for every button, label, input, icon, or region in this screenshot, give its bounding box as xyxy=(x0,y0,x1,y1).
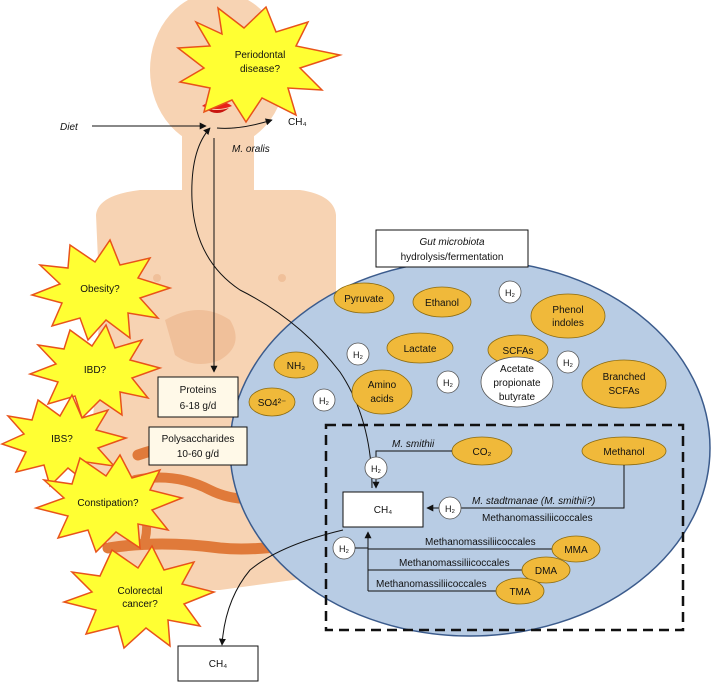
h2-label-amino: H₂ xyxy=(443,378,453,388)
h2-circle-methanol xyxy=(438,496,462,520)
phenol-ellipse xyxy=(530,293,606,339)
methanomassiliicoccales-label-3: Methanomassiliicoccales xyxy=(399,558,510,569)
dma-label: DMA xyxy=(535,566,558,577)
m-oralis-label: M. oralis xyxy=(232,144,270,155)
lactate-ellipse xyxy=(386,332,454,364)
phenol-label-2: indoles xyxy=(552,318,584,329)
mouth-ch4-arrow xyxy=(216,118,273,129)
methanogenesis-box xyxy=(324,423,685,632)
methanomassiliicoccales-label-1: Methanomassiliicoccales xyxy=(482,513,593,524)
pyruvate-label: Pyruvate xyxy=(344,294,384,305)
scfas-label: SCFAs xyxy=(502,346,533,357)
h2-label-so4: H₂ xyxy=(319,396,329,406)
tma-ellipse xyxy=(495,577,545,605)
co2-label: CO₂ xyxy=(473,447,492,458)
stomach xyxy=(165,310,236,364)
mma-label: MMA xyxy=(564,545,588,556)
amino-label-2: acids xyxy=(370,394,393,405)
periodontal-label-1: Periodontal xyxy=(235,50,286,61)
obesity-label: Obesity? xyxy=(80,284,120,295)
h2-label-methanol: H₂ xyxy=(445,504,455,514)
h2-label-right: H₂ xyxy=(563,358,573,368)
so4-ellipse xyxy=(248,387,296,417)
gut-title-box xyxy=(375,229,529,268)
ibs-label: IBS? xyxy=(51,434,73,445)
proteins-label-1: Proteins xyxy=(180,385,217,396)
so4-label: SO4²⁻ xyxy=(258,398,287,409)
acetate-label-3: butyrate xyxy=(499,392,536,403)
h2-circle-mid xyxy=(346,342,370,366)
h2-label-left: H₂ xyxy=(339,544,349,554)
constipation-star xyxy=(33,453,185,554)
ethanol-ellipse xyxy=(412,286,472,318)
ethanol-label: Ethanol xyxy=(425,298,459,309)
diet-label: Diet xyxy=(60,122,79,133)
lips-lower xyxy=(205,108,229,113)
gut-title-1: Gut microbiota xyxy=(419,237,484,248)
nipple-right xyxy=(278,274,286,282)
ch4-to-mouth-path xyxy=(191,127,373,489)
acetate-label-1: Acetate xyxy=(500,364,534,375)
methanomassiliicoccales-label-4: Methanomassiliicoccales xyxy=(376,579,487,590)
nh3-ellipse xyxy=(273,351,319,379)
colorectal-label-2: cancer? xyxy=(122,599,158,610)
nipple-left xyxy=(153,274,161,282)
methanol-line xyxy=(426,465,625,512)
metabolites: Pyruvate Ethanol H₂ Phenol indoles NH₃ H… xyxy=(248,280,667,417)
h2-label-smithii: H₂ xyxy=(371,464,381,474)
neck xyxy=(182,130,254,200)
pyruvate-ellipse xyxy=(333,282,395,314)
tma-label: TMA xyxy=(509,587,530,598)
acetate-ellipse xyxy=(480,356,554,408)
ch4-out-box xyxy=(177,645,259,682)
h2-circle-amino xyxy=(436,370,460,394)
m-smithii-label: M. smithii xyxy=(392,439,435,450)
branched-label-2: SCFAs xyxy=(608,386,639,397)
mouth-ch4-label: CH₄ xyxy=(288,117,307,128)
proteins-label-2: 6-18 g/d xyxy=(180,401,217,412)
h2-label-top: H₂ xyxy=(505,288,515,298)
acetate-label-2: propionate xyxy=(493,378,541,389)
amino-acids-ellipse xyxy=(351,369,413,415)
obesity-star xyxy=(29,238,173,342)
m-stadtmanae-label: M. stadtmanae (M. smithii?) xyxy=(472,496,595,507)
methanomassiliicoccales-label-2: Methanomassiliicoccales xyxy=(425,537,536,548)
colorectal-star xyxy=(61,544,217,650)
phenol-label-1: Phenol xyxy=(552,305,583,316)
mma-ellipse xyxy=(551,535,601,563)
h2-circle-top xyxy=(498,280,522,304)
ibd-label: IBD? xyxy=(84,365,107,376)
polysaccharides-label-2: 10-60 g/d xyxy=(177,449,219,460)
methanol-label: Methanol xyxy=(603,447,644,458)
nh3-label: NH₃ xyxy=(287,361,306,372)
periodontal-star xyxy=(175,5,343,124)
gut-title-2: hydrolysis/fermentation xyxy=(401,252,504,263)
amino-label-1: Amino xyxy=(368,380,397,391)
periodontal-label-2: disease? xyxy=(240,64,280,75)
ch4-center-label: CH₄ xyxy=(374,505,393,516)
methanogenesis: CH₄ CO₂ M. smithii H₂ Methanol H₂ M. sta… xyxy=(332,436,667,605)
polysaccharides-box xyxy=(148,426,248,466)
h2-circle-smithii xyxy=(364,456,388,480)
ch4-center-box xyxy=(342,491,424,528)
h2-circle-right xyxy=(556,350,580,374)
ch4-out-label: CH₄ xyxy=(209,659,228,670)
disease-stars: Periodontal disease? Obesity? IBD? IBS? … xyxy=(0,5,343,650)
lactate-label: Lactate xyxy=(404,344,437,355)
branched-label-1: Branched xyxy=(603,372,646,383)
h2-label-mid: H₂ xyxy=(353,350,363,360)
proteins-box xyxy=(157,376,239,418)
h2-circle-so4 xyxy=(312,388,336,412)
dma-ellipse xyxy=(521,556,571,584)
ch4-out-path xyxy=(218,529,344,646)
constipation-label: Constipation? xyxy=(77,498,139,509)
polysaccharides-label-1: Polysaccharides xyxy=(162,434,235,445)
branched-ellipse xyxy=(581,359,667,409)
ibd-star xyxy=(27,323,163,420)
colorectal-label-1: Colorectal xyxy=(117,586,162,597)
